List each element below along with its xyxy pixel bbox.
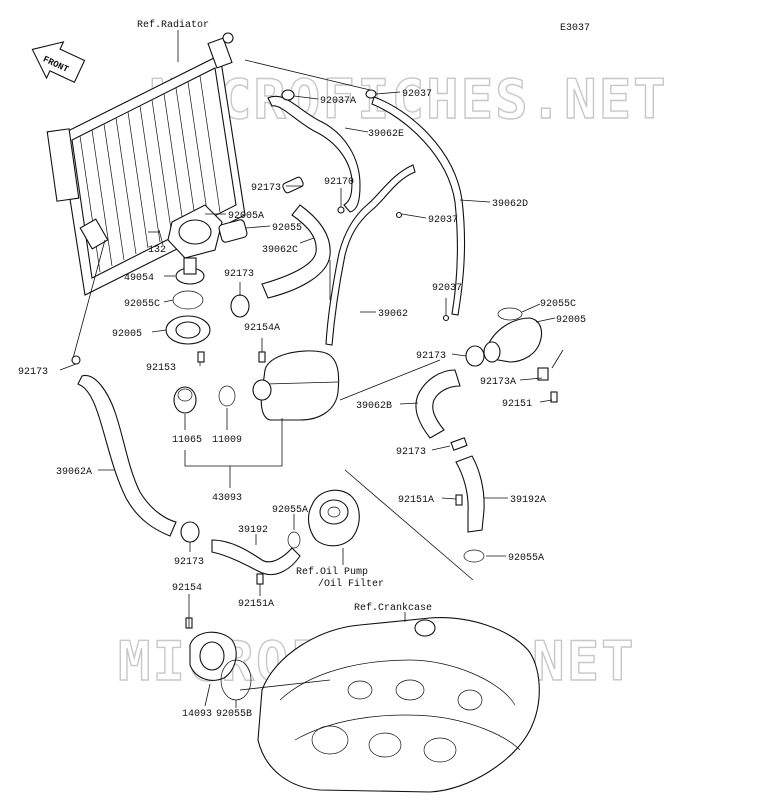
clip-92037-mid	[395, 211, 403, 219]
clamp-92173a	[537, 367, 549, 381]
label-39062b: 39062B	[356, 401, 392, 412]
label-11009: 11009	[212, 435, 242, 446]
hose-39192a	[455, 455, 485, 533]
label-132: 132	[148, 245, 166, 256]
label-92055a-top: 92055A	[272, 505, 308, 516]
front-arrow-icon: FRONT	[31, 41, 86, 84]
hose-39062	[325, 164, 416, 346]
clamp-92173-d	[180, 521, 200, 543]
label-92037-top: 92037	[402, 89, 432, 100]
label-92037-mid: 92037	[428, 215, 458, 226]
label-14093: 14093	[182, 709, 212, 720]
label-39062c: 39062C	[262, 245, 298, 256]
label-92005-left: 92005	[112, 329, 142, 340]
o-ring-92055c-right	[497, 307, 523, 321]
clamp-92173-a	[282, 176, 304, 194]
water-pump	[307, 489, 360, 547]
o-ring-92055a-top	[287, 531, 301, 549]
clip-92170	[337, 206, 345, 214]
ref-radiator: Ref.Radiator	[137, 19, 209, 31]
bolt-92153	[197, 351, 205, 363]
crankcase	[257, 617, 540, 793]
label-92151a-bottom: 92151A	[238, 599, 274, 610]
label-92154a: 92154A	[244, 323, 280, 334]
clip-92037-low	[442, 314, 450, 322]
label-92151: 92151	[502, 399, 532, 410]
hose-39062d	[371, 96, 466, 316]
clamp-92173-e	[450, 437, 468, 451]
bolt-92151a-right	[455, 494, 463, 506]
label-92005-right: 92005	[556, 315, 586, 326]
reservoir-cap	[173, 386, 197, 414]
clamp-92173-left	[71, 355, 81, 365]
label-39192: 39192	[238, 525, 268, 536]
hose-39062c	[261, 204, 331, 299]
thermostat	[175, 257, 205, 285]
label-92151a-right: 92151A	[398, 495, 434, 506]
label-92055c-left: 92055C	[124, 299, 160, 310]
label-43093: 43093	[212, 493, 242, 504]
o-ring-92055c-left	[172, 290, 204, 310]
label-92055a-right: 92055A	[508, 553, 544, 564]
ref-oil-pump: Ref.Oil Pump	[296, 566, 368, 578]
label-92173-c: 92173	[416, 351, 446, 362]
gasket-92055	[218, 219, 248, 243]
label-11065: 11065	[172, 435, 202, 446]
bolt-92151	[550, 391, 558, 403]
pump-cover-14093	[189, 631, 237, 681]
bolt-92151a-bottom	[256, 573, 264, 585]
label-39062: 39062	[378, 309, 408, 320]
thermostat-cover	[167, 204, 223, 259]
label-92173-b: 92173	[224, 269, 254, 280]
ref-oil-filter: /Oil Filter	[318, 578, 384, 590]
label-49054: 49054	[124, 273, 154, 284]
o-ring-92055a-right	[463, 549, 485, 563]
label-39192a: 39192A	[510, 495, 546, 506]
hose-39062e	[267, 95, 361, 213]
hose-39192	[211, 539, 301, 576]
label-92170: 92170	[324, 177, 354, 188]
label-92055c-right: 92055C	[540, 299, 576, 310]
label-92037a: 92037A	[320, 96, 356, 107]
label-92173-e: 92173	[174, 557, 204, 568]
clamp-92173-b	[230, 294, 250, 318]
label-92055b: 92055B	[216, 709, 252, 720]
label-39062a: 39062A	[56, 467, 92, 478]
hose-39062a	[77, 375, 177, 537]
label-92173-left: 92173	[18, 367, 48, 378]
gasket-11009	[218, 385, 236, 407]
label-92037-low: 92037	[432, 283, 462, 294]
label-92005a: 92005A	[228, 211, 264, 222]
label-92173-d: 92173	[396, 447, 426, 458]
ref-crankcase: Ref.Crankcase	[354, 602, 432, 614]
label-92153: 92153	[146, 363, 176, 374]
diagram-code: E3037	[560, 23, 590, 34]
label-92154: 92154	[172, 583, 202, 594]
clamp-92173-c	[465, 345, 485, 367]
reservoir-tank	[252, 350, 340, 421]
label-92173a: 92173A	[480, 377, 516, 388]
clamp-92037-top	[365, 89, 377, 99]
bolt-92154a	[258, 351, 266, 363]
label-92173-a: 92173	[251, 183, 281, 194]
water-pipe-92005-right	[483, 317, 543, 363]
bolt-132	[158, 229, 164, 246]
hose-39062b	[415, 369, 461, 439]
label-92055: 92055	[272, 223, 302, 234]
label-39062d: 39062D	[492, 199, 528, 210]
water-pipe-92005-left	[165, 315, 211, 345]
label-39062e: 39062E	[368, 129, 404, 140]
clamp-92037a	[281, 89, 295, 101]
